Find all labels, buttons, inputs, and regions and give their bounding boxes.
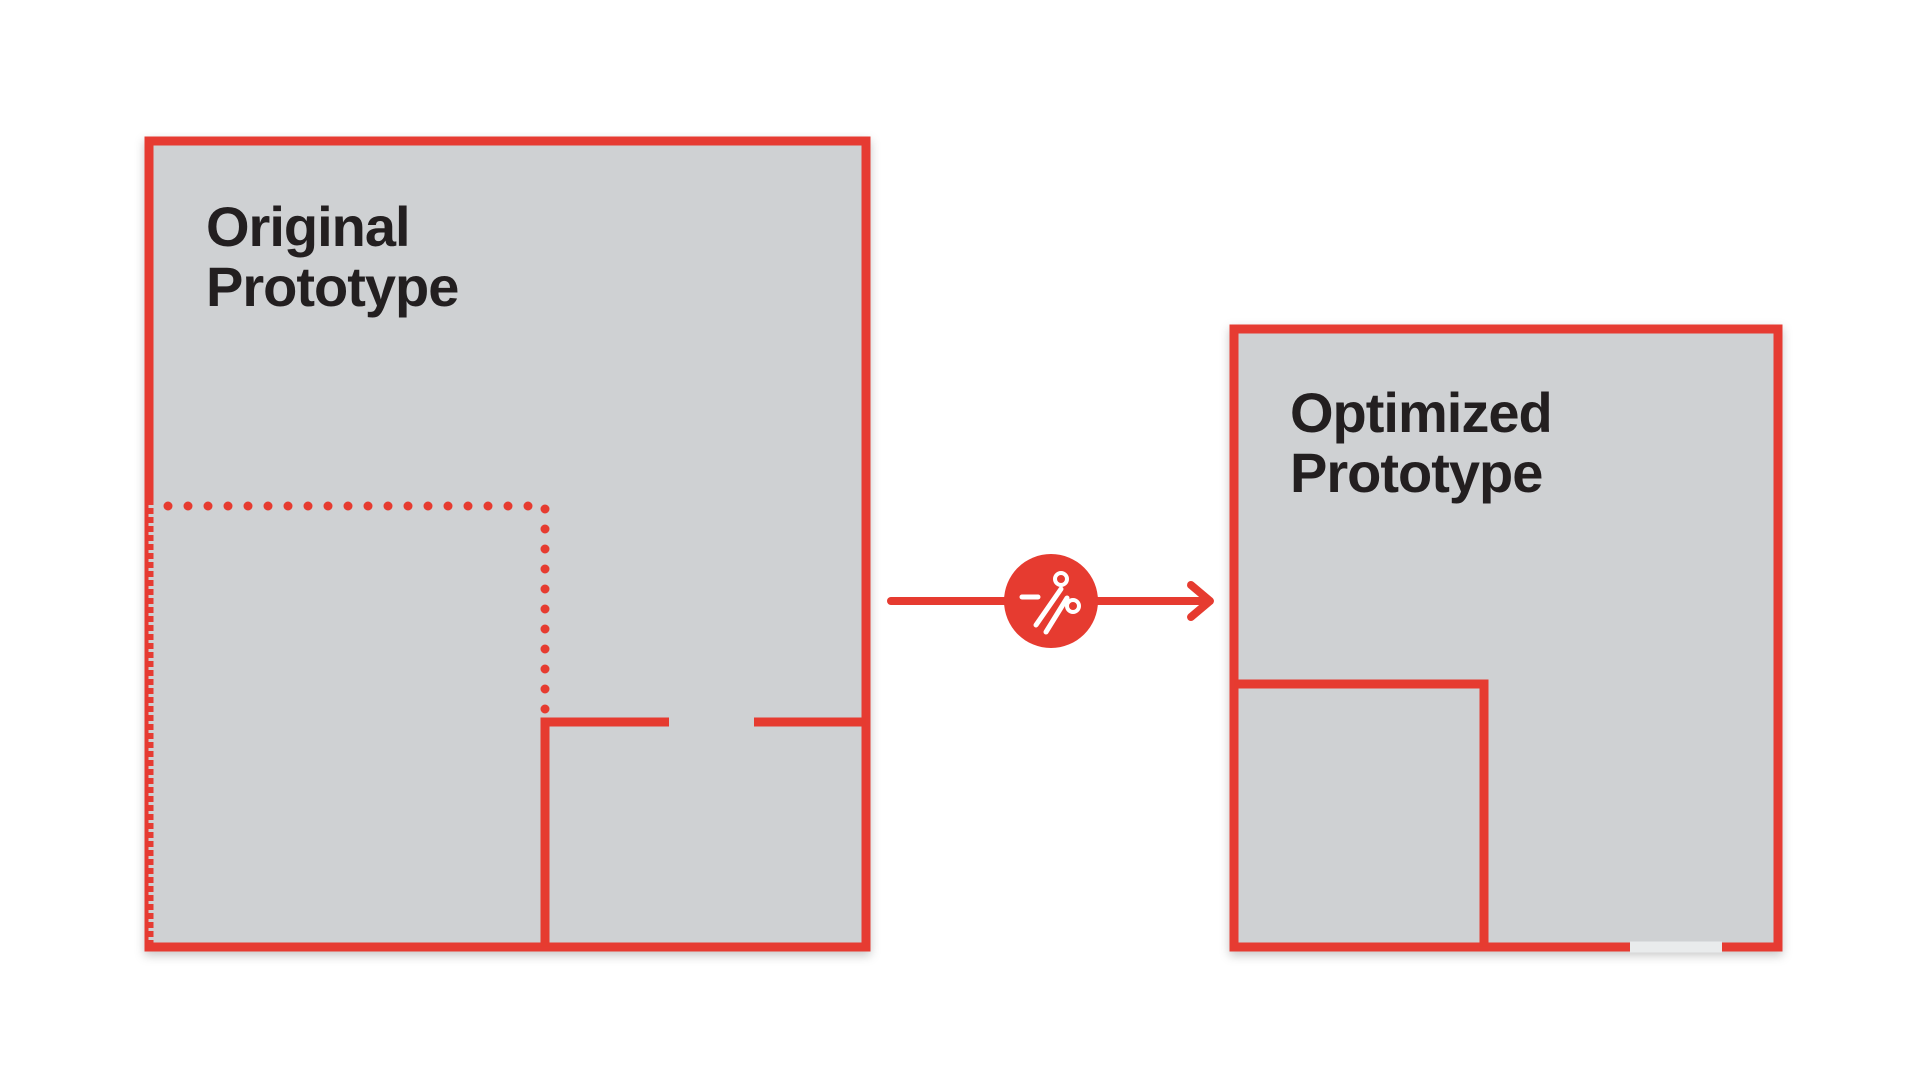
- scissors-handle-1: [1053, 571, 1069, 587]
- optimized-prototype-frame: [1229, 324, 1783, 952]
- optimized-title-line-2: Prototype: [1290, 441, 1543, 504]
- original-prototype: [144, 136, 871, 952]
- optimized-prototype: [1229, 324, 1783, 953]
- scissors-blade-1: [1033, 586, 1064, 628]
- original-title-line-2: Prototype: [206, 255, 459, 318]
- optimized-prototype-title: Optimized Prototype: [1290, 381, 1553, 504]
- original-prototype-title: Original Prototype: [206, 195, 459, 318]
- scissors-blade-2: [1043, 595, 1070, 635]
- arrow-head: [1187, 581, 1214, 621]
- original-dotted-cut-line: [163, 501, 550, 717]
- scissors-icon: [1004, 554, 1098, 648]
- optimized-inner-room-wall: [1234, 679, 1489, 947]
- optimized-title-line-1: Optimized: [1290, 381, 1553, 444]
- original-title-line-1: Original: [206, 195, 411, 258]
- original-prototype-frame: [144, 136, 871, 952]
- original-inner-room-wall: [540, 717, 669, 947]
- optimization-arrow: [887, 554, 1214, 648]
- scissors-handle-2: [1065, 598, 1081, 614]
